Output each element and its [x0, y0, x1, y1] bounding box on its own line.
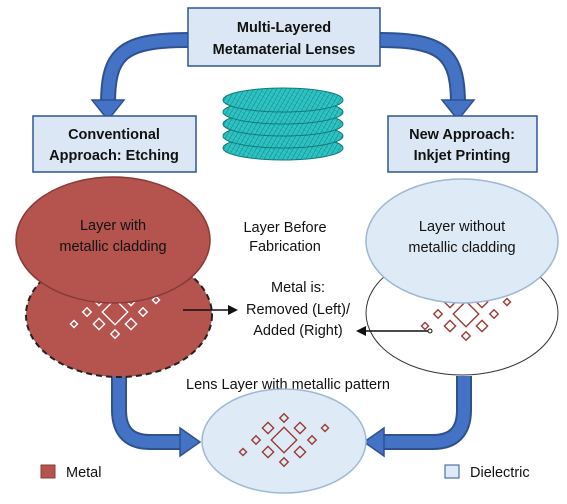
legend-metal: Metal	[40, 464, 101, 481]
left-box-line1: Conventional	[68, 127, 160, 143]
metal-note-line1: Metal is:	[271, 280, 325, 296]
pointer-arrow-removed	[183, 305, 238, 315]
legend-dielectric: Dielectric	[444, 464, 530, 481]
bottom-arrow-right	[362, 376, 472, 458]
right-box-frame	[387, 115, 538, 173]
title-box-line2: Metamaterial Lenses	[213, 42, 356, 58]
right-box-line1: New Approach:	[409, 127, 515, 143]
left-clad-disk	[15, 176, 211, 304]
pointer-arrow-added	[356, 326, 433, 336]
bottom-arrow-left	[111, 376, 202, 458]
lens-layer	[201, 388, 367, 494]
legend-dielectric-label: Dielectric	[470, 465, 530, 481]
right-bare-disk	[365, 178, 559, 304]
stacked-layers-icon	[222, 87, 344, 161]
conventional-approach-box: Conventional Approach: Etching	[32, 115, 197, 173]
left-clad-layer: Layer with metallic cladding	[15, 176, 211, 304]
legend-dielectric-swatch	[444, 464, 460, 479]
right-layer-label-line2: metallic cladding	[408, 240, 515, 256]
right-layer-label-line1: Layer without	[419, 219, 505, 235]
left-box-line2: Approach: Etching	[49, 148, 179, 164]
lens-layer-label: Lens Layer with metallic pattern	[186, 377, 390, 393]
legend-metal-swatch	[40, 464, 56, 479]
legend-metal-label: Metal	[66, 465, 101, 481]
right-box-line2: Inkjet Printing	[414, 148, 511, 164]
center-label-line1: Layer Before	[243, 220, 326, 236]
new-approach-box: New Approach: Inkjet Printing	[387, 115, 538, 173]
title-box: Multi-Layered Metamaterial Lenses	[187, 7, 381, 67]
lens-layer-disk	[201, 388, 367, 494]
metal-note-line2: Removed (Left)/	[246, 302, 351, 318]
left-box-frame	[32, 115, 197, 173]
left-layer-label-line1: Layer with	[80, 218, 146, 234]
title-box-line1: Multi-Layered	[237, 20, 331, 36]
curved-arrow-right	[379, 32, 476, 122]
lens-diamond-pattern	[238, 412, 330, 468]
right-bare-layer: Layer without metallic cladding	[365, 178, 559, 304]
center-label-line2: Fabrication	[249, 239, 321, 255]
curved-arrow-left	[90, 32, 189, 122]
metal-note-line3: Added (Right)	[253, 323, 342, 339]
left-layer-label-line2: metallic cladding	[59, 239, 166, 255]
title-box-frame	[187, 7, 381, 67]
